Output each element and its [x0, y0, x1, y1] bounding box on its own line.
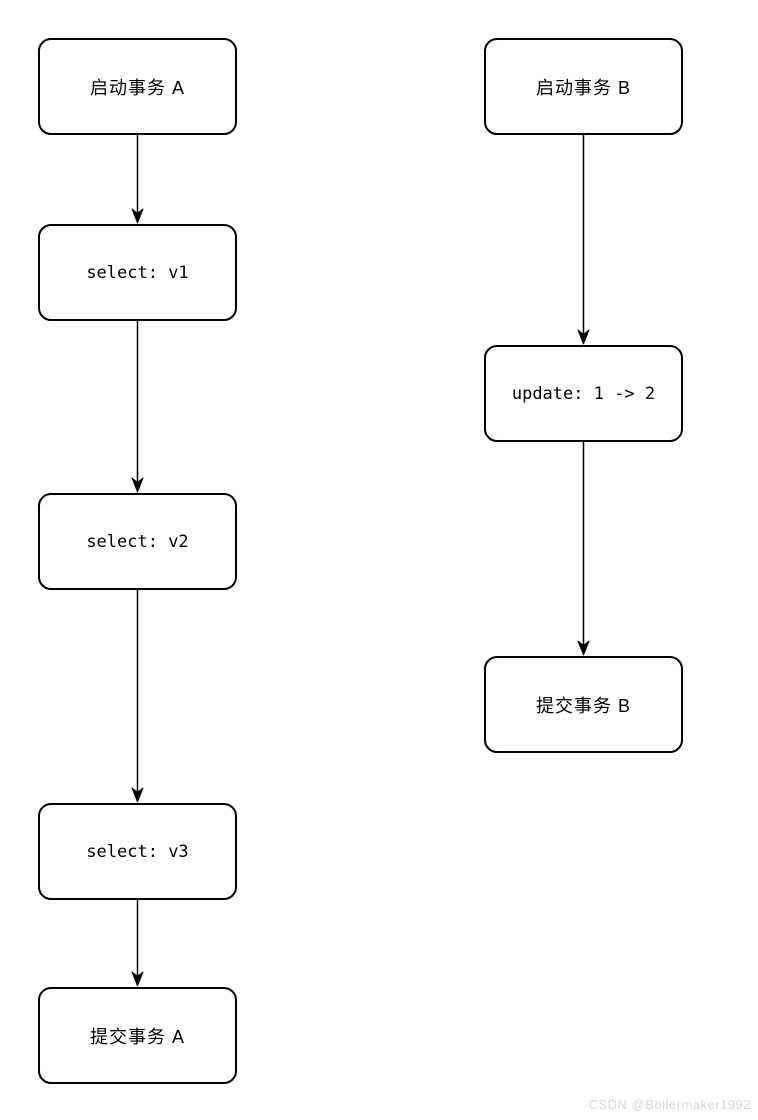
node-update-1-to-2: update: 1 -> 2	[484, 345, 683, 442]
csdn-watermark: CSDN @Boilermaker1992	[588, 1097, 751, 1112]
node-select-v2: select: v2	[38, 493, 237, 590]
arrow-a4-a5	[131, 900, 144, 987]
arrow-b2-b3	[577, 442, 590, 656]
arrow-a3-a4	[131, 590, 144, 803]
arrow-a2-a3	[131, 321, 144, 493]
arrow-a1-a2	[131, 135, 144, 224]
node-commit-transaction-a: 提交事务 A	[38, 987, 237, 1084]
node-select-v1: select: v1	[38, 224, 237, 321]
node-commit-transaction-b: 提交事务 B	[484, 656, 683, 753]
node-start-transaction-b: 启动事务 B	[484, 38, 683, 135]
arrow-b1-b2	[577, 135, 590, 345]
node-start-transaction-a: 启动事务 A	[38, 38, 237, 135]
node-select-v3: select: v3	[38, 803, 237, 900]
